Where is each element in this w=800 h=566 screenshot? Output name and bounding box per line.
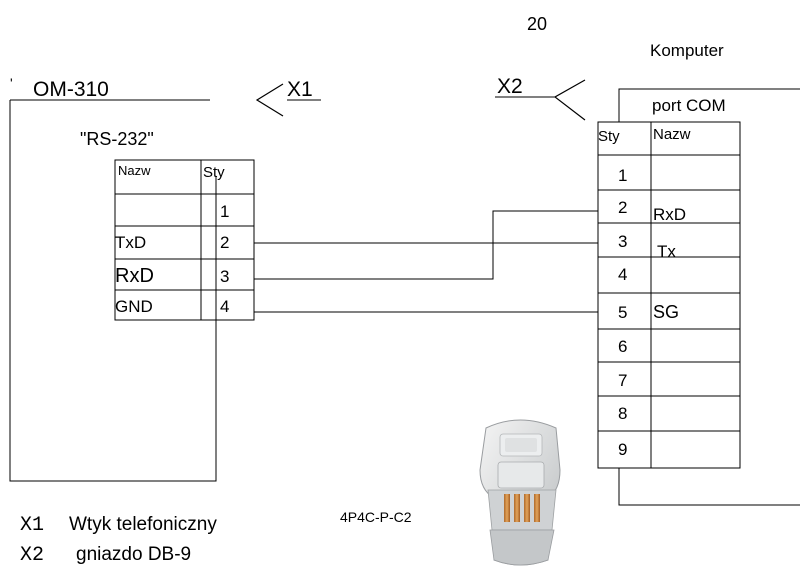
left-pin-table: Nazw Sty 1 TxD 2 RxD 3 GND 4 xyxy=(114,159,255,321)
right-header-name: Nazw xyxy=(653,126,691,143)
right-row-pin: 8 xyxy=(618,404,627,423)
left-row-name: TxD xyxy=(115,233,146,252)
left-device: ' OM-310 "RS-232" Nazw Sty 1 TxD 2 RxD 3… xyxy=(9,75,255,482)
left-row-pin: 2 xyxy=(220,233,229,252)
left-device-subtitle: "RS-232" xyxy=(80,129,154,149)
x1-connector: X1 xyxy=(255,78,321,117)
left-device-title: OM-310 xyxy=(33,78,109,101)
right-row-pin: 4 xyxy=(618,265,627,284)
legend-code: X2 xyxy=(20,544,44,566)
legend-text: Wtyk telefoniczny xyxy=(69,514,217,535)
x1-label: X1 xyxy=(287,78,313,101)
left-row-pin: 1 xyxy=(220,202,229,221)
right-header-pin: Sty xyxy=(598,128,620,145)
left-row-name: RxD xyxy=(115,265,154,287)
x2-connector: X2 xyxy=(495,75,586,121)
left-row-name: GND xyxy=(115,297,153,316)
right-row-pin: 1 xyxy=(618,166,627,185)
right-row-name: SG xyxy=(653,302,679,322)
right-row-pin: 7 xyxy=(618,371,627,390)
left-row-pin: 3 xyxy=(220,267,229,286)
right-row-pin: 5 xyxy=(618,303,627,322)
right-row-pin: 3 xyxy=(618,232,627,251)
right-row-pin: 2 xyxy=(618,198,627,217)
legend-text: gniazdo DB-9 xyxy=(76,544,191,565)
right-row-pin: 9 xyxy=(618,440,627,459)
x2-label: X2 xyxy=(497,75,523,98)
right-row-name: Tx xyxy=(657,242,676,261)
right-pin-table: Sty Nazw 1 2 RxD 3 Tx 4 5 SG 6 7 8 9 xyxy=(597,121,741,469)
plug-part-number: 4P4C-P-C2 xyxy=(340,509,412,525)
legend-code: X1 xyxy=(20,514,44,537)
page-number: 20 xyxy=(527,14,547,34)
legend: X1 Wtyk telefoniczny X2 gniazdo DB-9 xyxy=(20,514,217,566)
right-device-subtitle: port COM xyxy=(652,96,726,115)
wires xyxy=(254,210,598,313)
left-row-pin: 4 xyxy=(220,297,229,316)
rj-plug-illustration xyxy=(479,419,561,566)
right-device: Komputer port COM Sty Nazw 1 2 RxD 3 Tx … xyxy=(597,41,800,506)
right-device-title: Komputer xyxy=(650,41,724,60)
right-row-pin: 6 xyxy=(618,337,627,356)
left-device-mark: ' xyxy=(10,75,13,91)
wire-rxd-to-tx xyxy=(254,210,598,280)
left-device-outline xyxy=(9,100,217,482)
right-row-name: RxD xyxy=(653,205,686,224)
left-header-name: Nazw xyxy=(118,163,151,178)
left-header-pin: Sty xyxy=(203,164,225,181)
